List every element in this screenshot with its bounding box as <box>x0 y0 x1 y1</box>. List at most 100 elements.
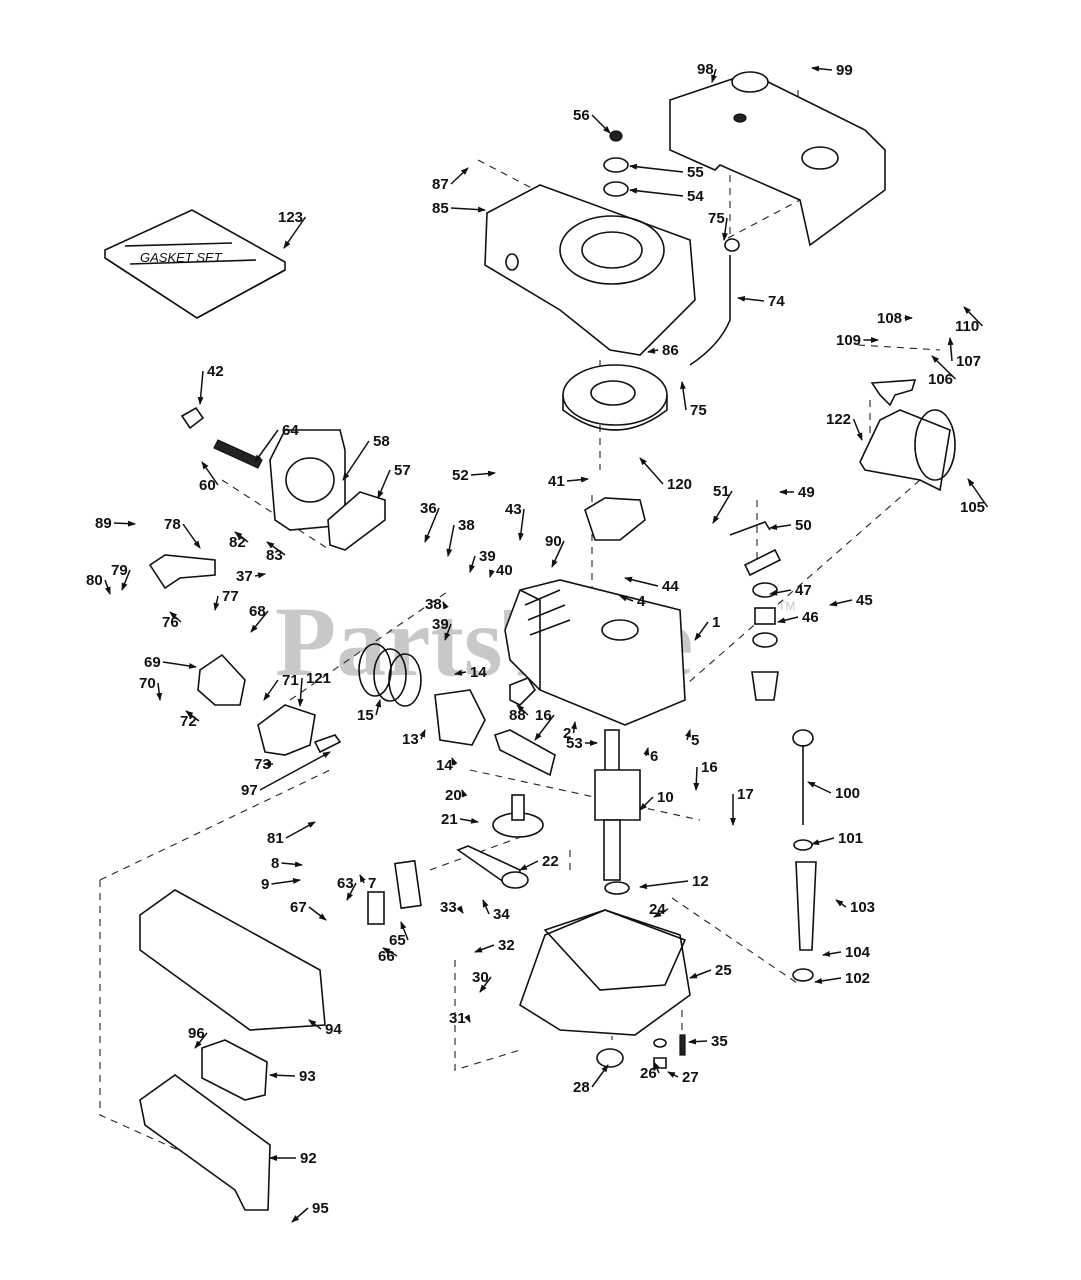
callout-68[interactable]: 68 <box>249 603 269 633</box>
callout-5[interactable]: 5 <box>685 729 699 749</box>
callout-93[interactable]: 93 <box>269 1068 316 1085</box>
callout-number[interactable]: 78 <box>164 516 181 533</box>
callout-number[interactable]: 86 <box>662 342 679 359</box>
callout-number[interactable]: 5 <box>691 732 699 749</box>
callout-74[interactable]: 74 <box>737 293 785 310</box>
callout-45[interactable]: 45 <box>829 592 873 609</box>
callout-number[interactable]: 83 <box>266 547 283 564</box>
callout-21[interactable]: 21 <box>441 811 479 828</box>
callout-number[interactable]: 107 <box>956 353 981 370</box>
callout-number[interactable]: 45 <box>856 592 873 609</box>
callout-number[interactable]: 68 <box>249 603 266 620</box>
callout-number[interactable]: 79 <box>111 562 128 579</box>
callout-number[interactable]: 39 <box>432 616 449 633</box>
callout-number[interactable]: 43 <box>505 501 522 518</box>
callout-43[interactable]: 43 <box>505 501 525 541</box>
callout-number[interactable]: 71 <box>282 672 299 689</box>
callout-number[interactable]: 110 <box>955 318 979 335</box>
callout-number[interactable]: 15 <box>357 707 374 724</box>
callout-89[interactable]: 89 <box>95 515 136 532</box>
callout-107[interactable]: 107 <box>947 337 981 370</box>
callout-83[interactable]: 83 <box>266 541 286 564</box>
callout-32[interactable]: 32 <box>474 937 515 954</box>
callout-number[interactable]: 56 <box>573 107 590 124</box>
callout-number[interactable]: 90 <box>545 533 562 550</box>
callout-55[interactable]: 55 <box>629 163 704 181</box>
callout-27[interactable]: 27 <box>667 1069 699 1086</box>
callout-number[interactable]: 7 <box>368 875 376 892</box>
callout-number[interactable]: 98 <box>697 61 714 78</box>
callout-number[interactable]: 31 <box>449 1010 466 1027</box>
callout-number[interactable]: 87 <box>432 176 449 193</box>
callout-number[interactable]: 108 <box>877 310 902 327</box>
callout-67[interactable]: 67 <box>290 899 327 921</box>
callout-9[interactable]: 9 <box>261 876 301 893</box>
callout-99[interactable]: 99 <box>811 62 853 79</box>
callout-7[interactable]: 7 <box>359 874 376 892</box>
callout-number[interactable]: 8 <box>271 855 279 872</box>
callout-number[interactable]: 103 <box>850 899 875 916</box>
callout-number[interactable]: 120 <box>667 476 692 493</box>
callout-97[interactable]: 97 <box>241 751 331 799</box>
callout-42[interactable]: 42 <box>197 363 224 405</box>
callout-94[interactable]: 94 <box>308 1019 342 1038</box>
callout-35[interactable]: 35 <box>688 1033 728 1050</box>
callout-number[interactable]: 102 <box>845 970 870 987</box>
callout-number[interactable]: 57 <box>394 462 411 479</box>
callout-8[interactable]: 8 <box>271 855 303 872</box>
callout-65[interactable]: 65 <box>389 921 409 949</box>
callout-number[interactable]: 72 <box>180 713 197 730</box>
callout-16[interactable]: 16 <box>693 759 718 791</box>
callout-72[interactable]: 72 <box>180 710 200 730</box>
callout-52[interactable]: 52 <box>452 467 496 484</box>
callout-73[interactable]: 73 <box>254 756 273 773</box>
callout-number[interactable]: 47 <box>795 582 812 599</box>
callout-34[interactable]: 34 <box>482 899 510 923</box>
callout-number[interactable]: 70 <box>139 675 156 692</box>
callout-number[interactable]: 21 <box>441 811 458 828</box>
callout-69[interactable]: 69 <box>144 654 197 671</box>
callout-number[interactable]: 12 <box>692 873 709 890</box>
callout-number[interactable]: 101 <box>838 830 863 847</box>
callout-70[interactable]: 70 <box>139 675 163 701</box>
callout-103[interactable]: 103 <box>835 899 875 916</box>
callout-number[interactable]: 1 <box>712 614 720 631</box>
callout-63[interactable]: 63 <box>337 875 357 901</box>
callout-105[interactable]: 105 <box>960 478 989 516</box>
callout-number[interactable]: 97 <box>241 782 258 799</box>
callout-number[interactable]: 121 <box>306 670 331 687</box>
callout-number[interactable]: 42 <box>207 363 224 380</box>
callout-number[interactable]: 27 <box>682 1069 699 1086</box>
callout-104[interactable]: 104 <box>822 944 871 961</box>
callout-6[interactable]: 6 <box>643 747 658 765</box>
callout-number[interactable]: 123 <box>278 209 303 226</box>
callout-36[interactable]: 36 <box>420 500 440 543</box>
callout-26[interactable]: 26 <box>640 1061 660 1082</box>
callout-14[interactable]: 14 <box>436 757 458 774</box>
callout-number[interactable]: 64 <box>282 422 299 439</box>
callout-number[interactable]: 32 <box>498 937 515 954</box>
callout-4[interactable]: 4 <box>619 593 646 610</box>
callout-number[interactable]: 69 <box>144 654 161 671</box>
callout-17[interactable]: 17 <box>730 786 754 826</box>
callout-122[interactable]: 122 <box>826 411 863 441</box>
callout-20[interactable]: 20 <box>445 787 468 804</box>
callout-number[interactable]: 16 <box>535 707 552 724</box>
callout-33[interactable]: 33 <box>440 899 464 916</box>
callout-46[interactable]: 46 <box>777 609 819 626</box>
callout-38[interactable]: 38 <box>446 517 475 557</box>
callout-number[interactable]: 76 <box>162 614 179 631</box>
callout-number[interactable]: 104 <box>845 944 871 961</box>
callout-82[interactable]: 82 <box>229 531 249 551</box>
callout-number[interactable]: 25 <box>715 962 732 979</box>
callout-number[interactable]: 10 <box>657 789 674 806</box>
callout-number[interactable]: 35 <box>711 1033 728 1050</box>
callout-57[interactable]: 57 <box>377 462 411 499</box>
callout-12[interactable]: 12 <box>639 873 709 890</box>
callout-number[interactable]: 109 <box>836 332 861 349</box>
callout-76[interactable]: 76 <box>162 611 182 631</box>
callout-number[interactable]: 37 <box>236 568 253 585</box>
callout-75[interactable]: 75 <box>680 381 707 419</box>
callout-15[interactable]: 15 <box>357 699 382 724</box>
callout-10[interactable]: 10 <box>639 789 674 811</box>
